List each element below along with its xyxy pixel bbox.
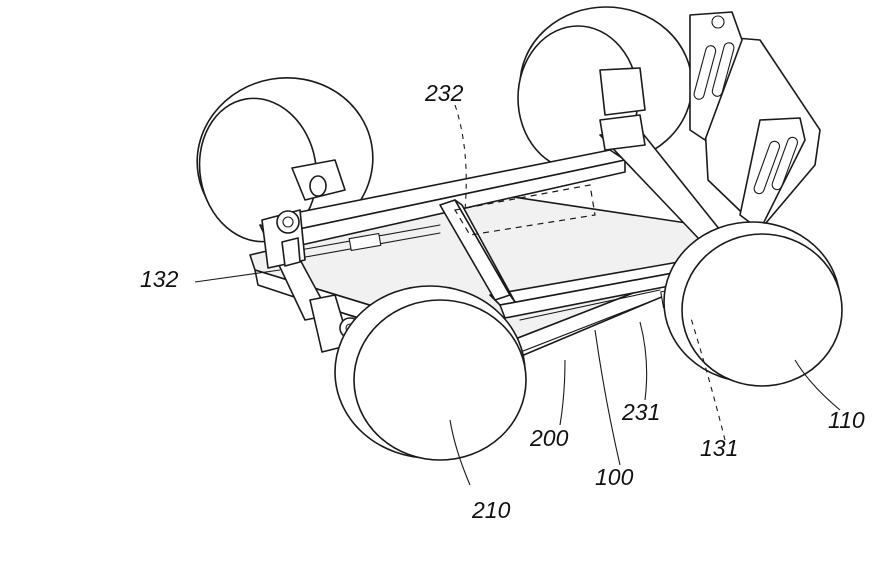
label-132: 132 [140,266,179,292]
bracket-left-pivot [261,209,306,269]
label-232: 232 [424,80,464,106]
label-231: 231 [621,399,660,425]
main-frame [259,129,721,321]
label-110: 110 [828,407,865,433]
label-200: 200 [529,425,569,451]
bracket-rear-axle [291,159,346,201]
wheel-rear-left [196,77,374,243]
label-131: 131 [700,435,738,461]
wheel-front-left [334,285,527,461]
bracket-right-pivot [599,67,646,151]
leader-lines [194,104,841,486]
seat-back-panel [689,11,821,231]
label-100: 100 [595,464,634,490]
wheel-front-right [663,221,843,387]
label-210: 210 [471,497,511,523]
